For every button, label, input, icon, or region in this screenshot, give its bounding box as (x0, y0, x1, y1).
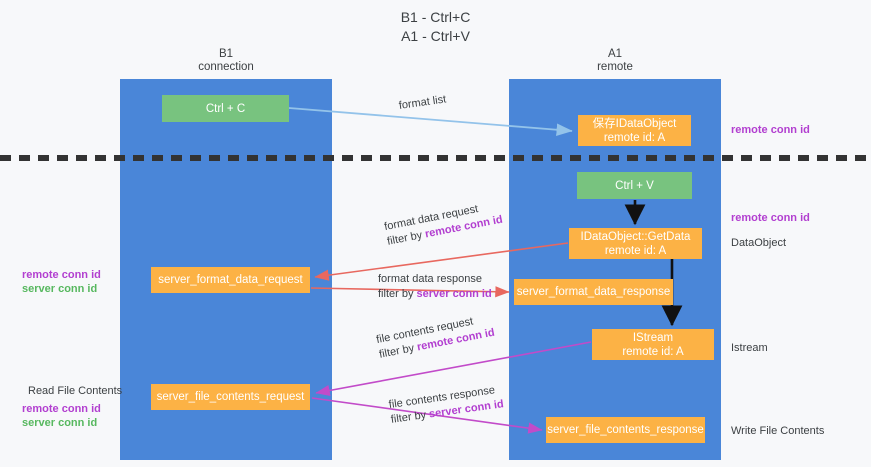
filter-prefix: filter by (390, 408, 430, 426)
edge-label-format-list: format list (398, 92, 447, 113)
node-idataobject-getdata-line-2: remote id: A (604, 244, 667, 257)
node-idataobject-getdata[interactable]: IDataObject::GetData remote id: A (569, 228, 702, 259)
edge-label-format-list-text: format list (398, 93, 447, 112)
node-server-file-contents-response[interactable]: server_file_contents_response (546, 417, 705, 443)
page-title-line-1: B1 - Ctrl+C (400, 9, 471, 25)
annotation-right-remote-conn-id-top: remote conn id (731, 123, 810, 137)
annotation-remote-conn-id: remote conn id (22, 269, 101, 281)
edge-label-format-data-response-filter: filter by server conn id (378, 287, 492, 302)
node-ctrl-c[interactable]: Ctrl + C (162, 95, 289, 122)
page-title-line-2: A1 - Ctrl+V (401, 28, 470, 44)
annotation-dataobject-text: DataObject (731, 237, 787, 249)
node-server-file-contents-request-label: server_file_contents_request (156, 391, 305, 403)
annotation-left-read-conn-ids: remote conn id server conn id (22, 402, 101, 430)
annotation-remote-conn-id: remote conn id (22, 403, 101, 415)
edge-label-format-data-response-text: format data response (378, 273, 482, 285)
lane-title-a1-line-1: A1 (607, 48, 623, 60)
annotation-server-conn-id: server conn id (22, 283, 98, 295)
node-ctrl-v[interactable]: Ctrl + V (577, 172, 692, 199)
node-save-idataobject-line-1: 保存IDataObject (592, 117, 677, 130)
node-save-idataobject[interactable]: 保存IDataObject remote id: A (578, 115, 691, 146)
node-ctrl-v-label: Ctrl + V (615, 179, 654, 192)
node-idataobject-getdata-line-1: IDataObject::GetData (580, 230, 691, 243)
node-server-format-data-request-label: server_format_data_request (158, 274, 303, 286)
edge-label-format-data-request: format data request filter by remote con… (383, 198, 504, 250)
annotation-read-file-contents: Read File Contents (28, 384, 122, 398)
edge-label-file-contents-response: file contents response filter by server … (388, 382, 505, 428)
node-server-format-data-request[interactable]: server_format_data_request (151, 267, 310, 293)
node-ctrl-c-label: Ctrl + C (205, 102, 246, 115)
annotation-right-remote-conn-id-mid: remote conn id (731, 211, 810, 225)
lane-title-a1-line-2: remote (597, 61, 633, 73)
page-title: B1 - Ctrl+C A1 - Ctrl+V (0, 8, 871, 46)
annotation-dataobject: DataObject (731, 236, 786, 250)
annotation-istream: Istream (731, 341, 768, 355)
node-istream-line-1: IStream (632, 331, 674, 344)
node-server-format-data-response[interactable]: server_format_data_response (514, 279, 673, 305)
lane-title-b1: B1 connection (120, 48, 332, 74)
annotation-read-file-contents-text: Read File Contents (28, 385, 123, 397)
node-server-file-contents-request[interactable]: server_file_contents_request (151, 384, 310, 410)
edge-label-file-contents-request: file contents request filter by remote c… (375, 311, 496, 363)
annotation-write-file-contents-text: Write File Contents (731, 425, 825, 437)
lane-title-b1-line-2: connection (198, 61, 254, 73)
annotation-istream-text: Istream (731, 342, 768, 354)
annotation-remote-conn-id: remote conn id (731, 212, 810, 224)
node-save-idataobject-line-2: remote id: A (603, 131, 666, 144)
lane-title-b1-line-1: B1 (218, 48, 234, 60)
node-istream-line-2: remote id: A (622, 345, 684, 358)
annotation-left-conn-ids: remote conn id server conn id (22, 268, 101, 296)
node-server-format-data-response-label: server_format_data_response (516, 286, 671, 298)
annotation-server-conn-id: server conn id (22, 417, 98, 429)
node-server-file-contents-response-label: server_file_contents_response (547, 424, 704, 436)
filter-key-server-conn-id: server conn id (416, 288, 492, 300)
annotation-write-file-contents: Write File Contents (731, 424, 824, 438)
node-istream[interactable]: IStream remote id: A (592, 329, 714, 360)
filter-prefix: filter by (378, 288, 417, 300)
lane-title-a1: A1 remote (509, 48, 721, 74)
annotation-remote-conn-id: remote conn id (731, 124, 810, 136)
edge-label-format-data-response: format data response filter by server co… (378, 272, 492, 302)
